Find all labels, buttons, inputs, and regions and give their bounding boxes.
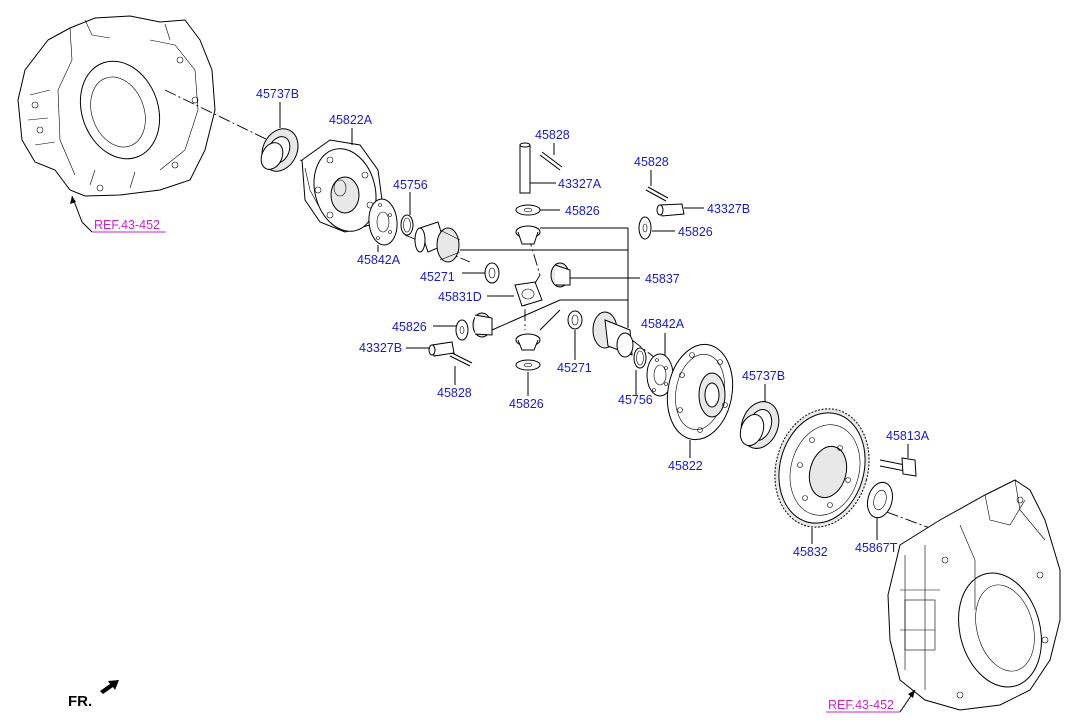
pinion-gear-bottom[interactable]: [515, 333, 541, 351]
washer-bottom[interactable]: [515, 359, 541, 371]
label-45813a[interactable]: 45813A: [886, 429, 930, 443]
transaxle-housing-right: [887, 479, 1061, 713]
bearing-top[interactable]: [255, 123, 304, 177]
label-43327b-left[interactable]: 43327B: [359, 341, 402, 355]
front-direction-label: FR.: [68, 693, 92, 710]
shim-bottom[interactable]: [864, 480, 896, 521]
pinion-gear-left[interactable]: [472, 312, 493, 338]
label-45822[interactable]: 45822: [668, 459, 703, 473]
label-45737b-top[interactable]: 45737B: [256, 87, 299, 101]
shim-left[interactable]: [367, 198, 399, 246]
label-45837[interactable]: 45837: [645, 272, 680, 286]
leader-lines: [279, 102, 909, 544]
bearing-bottom[interactable]: [735, 396, 785, 453]
label-45828-top[interactable]: 45828: [535, 128, 570, 142]
label-45826-bottom[interactable]: 45826: [509, 397, 544, 411]
label-45737b-bottom[interactable]: 45737B: [742, 369, 785, 383]
pin-right[interactable]: [645, 186, 669, 202]
label-45867t[interactable]: 45867T: [855, 541, 898, 555]
label-45842a-left[interactable]: 45842A: [357, 253, 401, 267]
label-45826-right[interactable]: 45826: [678, 225, 713, 239]
side-gear-bottom[interactable]: [592, 311, 634, 358]
thrust-washer-top[interactable]: [484, 262, 500, 284]
label-45828-left[interactable]: 45828: [437, 386, 472, 400]
ring-gear-bolt[interactable]: [879, 457, 917, 477]
side-gear-top[interactable]: [414, 221, 461, 263]
ref-label-top-left[interactable]: REF.43-452: [94, 218, 160, 232]
label-45842a-right[interactable]: 45842A: [641, 317, 685, 331]
label-45826-top[interactable]: 45826: [565, 204, 600, 218]
thrust-washer-bottom[interactable]: [567, 310, 583, 330]
label-45831d[interactable]: 45831D: [438, 290, 482, 304]
label-43327a[interactable]: 43327A: [558, 177, 602, 191]
front-arrow-icon: [100, 680, 119, 694]
washer-top[interactable]: [515, 204, 541, 216]
washer-ring-top[interactable]: [400, 214, 414, 236]
label-45756-top[interactable]: 45756: [393, 178, 428, 192]
pinion-shaft-left[interactable]: [428, 341, 455, 357]
washer-left[interactable]: [455, 319, 469, 341]
pin-left[interactable]: [449, 352, 473, 367]
pinion-gear-top[interactable]: [515, 225, 541, 245]
washer-right[interactable]: [638, 216, 652, 240]
label-45271-top[interactable]: 45271: [420, 270, 455, 284]
differential-case-left[interactable]: [301, 139, 385, 238]
group-bracket: [460, 227, 629, 331]
washer-ring-bottom[interactable]: [633, 347, 647, 369]
spacer-block[interactable]: [514, 281, 543, 307]
label-43327b-right[interactable]: 43327B: [707, 202, 750, 216]
label-45828-right[interactable]: 45828: [634, 155, 669, 169]
pin-top[interactable]: [539, 151, 563, 171]
label-45271-bottom[interactable]: 45271: [557, 361, 592, 375]
label-45832[interactable]: 45832: [793, 545, 828, 559]
pinion-gear-right[interactable]: [550, 262, 571, 288]
differential-case-right[interactable]: [660, 339, 740, 445]
ref-label-bottom-right[interactable]: REF.43-452: [828, 698, 894, 712]
label-45822a[interactable]: 45822A: [329, 113, 373, 127]
label-45826-left[interactable]: 45826: [392, 320, 427, 334]
label-45756-bottom[interactable]: 45756: [618, 393, 653, 407]
pinion-shaft-top[interactable]: [519, 142, 531, 194]
pinion-shaft-right[interactable]: [656, 203, 685, 217]
transaxle-housing-left: [17, 15, 216, 223]
ring-gear[interactable]: [762, 398, 882, 538]
